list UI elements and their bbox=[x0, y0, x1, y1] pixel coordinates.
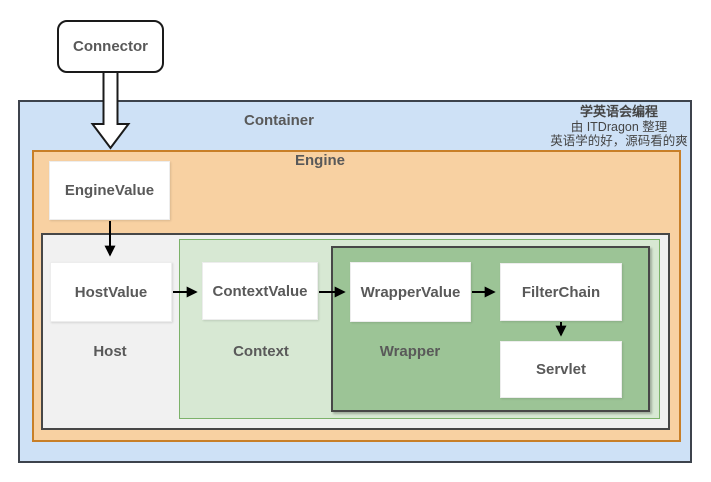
filter-chain-node: FilterChain bbox=[500, 263, 622, 321]
watermark-line-1: 学英语会编程 bbox=[579, 104, 658, 119]
connector-node: Connector bbox=[57, 20, 164, 73]
engine-value-node: EngineValue bbox=[49, 161, 170, 220]
host-value-node: HostValue bbox=[50, 262, 172, 322]
context-group-label: Context bbox=[233, 343, 289, 360]
watermark-line-3: 英语学的好，源码看的爽 bbox=[550, 134, 688, 148]
watermark-line-2: 由 ITDragon 整理 bbox=[570, 119, 668, 134]
context-value-node: ContextValue bbox=[202, 262, 318, 320]
servlet-node: Servlet bbox=[500, 341, 622, 398]
wrapper-value-node: WrapperValue bbox=[350, 262, 471, 322]
engine-group-label: Engine bbox=[294, 152, 345, 169]
wrapper-group-label: Wrapper bbox=[379, 343, 441, 360]
host-group-label: Host bbox=[93, 343, 127, 360]
watermark-text: 学英语会编程 由 ITDragon 整理 英语学的好，源码看的爽 bbox=[529, 104, 709, 149]
container-group-label: Container bbox=[243, 112, 314, 129]
